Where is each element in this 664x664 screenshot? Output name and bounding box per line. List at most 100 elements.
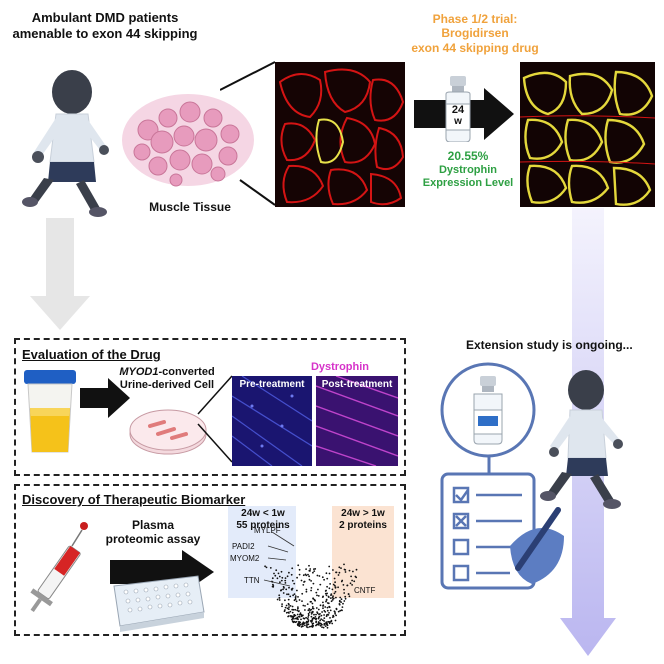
volcano-point xyxy=(311,626,314,628)
volcano-point xyxy=(297,564,300,567)
volcano-point xyxy=(318,575,321,577)
volcano-point xyxy=(338,571,341,574)
volcano-point xyxy=(311,618,314,621)
volcano-point xyxy=(316,623,318,626)
volcano-point xyxy=(319,624,322,627)
volcano-point xyxy=(291,611,294,614)
volcano-point xyxy=(351,584,353,586)
running-child-icon xyxy=(22,70,109,217)
volcano-point xyxy=(305,616,307,619)
volcano-point xyxy=(349,582,352,585)
volcano-point xyxy=(344,571,347,573)
volcano-point xyxy=(338,599,341,602)
volcano-point xyxy=(323,614,325,616)
volcano-point xyxy=(312,582,315,585)
volcano-point xyxy=(285,611,288,614)
volcano-point xyxy=(279,581,281,584)
volcano-point xyxy=(305,626,308,628)
volcano-point xyxy=(299,613,301,616)
volcano-point xyxy=(291,567,294,570)
volcano-point xyxy=(304,609,306,611)
volcano-point xyxy=(312,607,315,610)
volcano-point xyxy=(303,580,306,583)
volcano-points xyxy=(263,531,358,629)
volcano-point xyxy=(297,610,300,613)
volcano-point xyxy=(287,611,290,614)
volcano-point xyxy=(319,613,321,615)
volcano-point xyxy=(325,599,328,601)
volcano-point xyxy=(343,568,346,571)
vial-circle-icon xyxy=(440,362,536,458)
volcano-point xyxy=(289,595,292,598)
volcano-point xyxy=(323,622,326,625)
volcano-point xyxy=(291,605,294,608)
volcano-point xyxy=(291,608,294,611)
volcano-point xyxy=(295,600,298,603)
volcano-point xyxy=(310,613,313,615)
volcano-point xyxy=(280,570,283,573)
volcano-point xyxy=(304,605,306,607)
volcano-point xyxy=(312,616,315,619)
volcano-point xyxy=(312,597,315,600)
volcano-point xyxy=(329,609,332,612)
volcano-point xyxy=(313,570,316,572)
volcano-point xyxy=(310,587,313,589)
volcano-point xyxy=(307,614,310,617)
volcano-point xyxy=(307,609,310,612)
volcano-point xyxy=(306,617,309,620)
volcano-point xyxy=(335,596,337,599)
volcano-point xyxy=(332,595,334,598)
volcano-point xyxy=(331,622,334,625)
volcano-point xyxy=(334,581,336,584)
volcano-point xyxy=(272,585,275,587)
volcano-point xyxy=(314,568,317,570)
volcano-point xyxy=(302,574,305,577)
volcano-point xyxy=(310,600,312,603)
volcano-point xyxy=(335,571,337,574)
volcano-point xyxy=(321,611,323,613)
gene-label-myom2: MYOM2 xyxy=(230,554,260,563)
volcano-point xyxy=(282,592,285,594)
volcano-point xyxy=(292,594,294,597)
volcano-point xyxy=(312,571,314,574)
volcano-point xyxy=(294,595,297,597)
volcano-point xyxy=(278,594,281,597)
volcano-point xyxy=(289,615,292,617)
volcano-point xyxy=(339,609,342,612)
volcano-point xyxy=(294,614,297,617)
volcano-point xyxy=(281,605,283,608)
volcano-point xyxy=(322,601,324,604)
volcano-point xyxy=(290,573,293,576)
volcano-point xyxy=(287,608,290,611)
volcano-point xyxy=(291,618,293,621)
muscle-label: Muscle Tissue xyxy=(149,200,231,214)
volcano-point xyxy=(264,565,266,568)
volcano-point xyxy=(308,608,311,610)
volcano-point xyxy=(310,580,312,582)
volcano-point xyxy=(340,567,342,569)
volcano-point xyxy=(332,583,335,586)
volcano-point xyxy=(298,624,301,626)
volcano-point xyxy=(309,570,311,572)
volcano-point xyxy=(302,584,305,586)
volcano-point xyxy=(333,592,336,595)
volcano-point xyxy=(302,617,305,620)
volcano-point xyxy=(269,567,272,569)
post-treatment-label: Post-treatment xyxy=(321,379,393,390)
volcano-point xyxy=(265,566,268,569)
volcano-point xyxy=(305,622,307,624)
volcano-point xyxy=(330,593,333,595)
volcano-point xyxy=(341,606,344,608)
volcano-point xyxy=(281,603,283,605)
volcano-point xyxy=(286,607,289,610)
grey-down-arrow xyxy=(30,218,90,330)
volcano-point xyxy=(300,623,302,626)
volcano-point xyxy=(289,610,292,613)
volcano-point xyxy=(303,622,306,625)
volcano-point xyxy=(353,580,356,583)
urine-cup-icon xyxy=(24,370,76,453)
volcano-point xyxy=(310,589,312,592)
volcano-point xyxy=(326,614,328,616)
volcano-point xyxy=(311,602,314,605)
volcano-point xyxy=(285,588,288,591)
